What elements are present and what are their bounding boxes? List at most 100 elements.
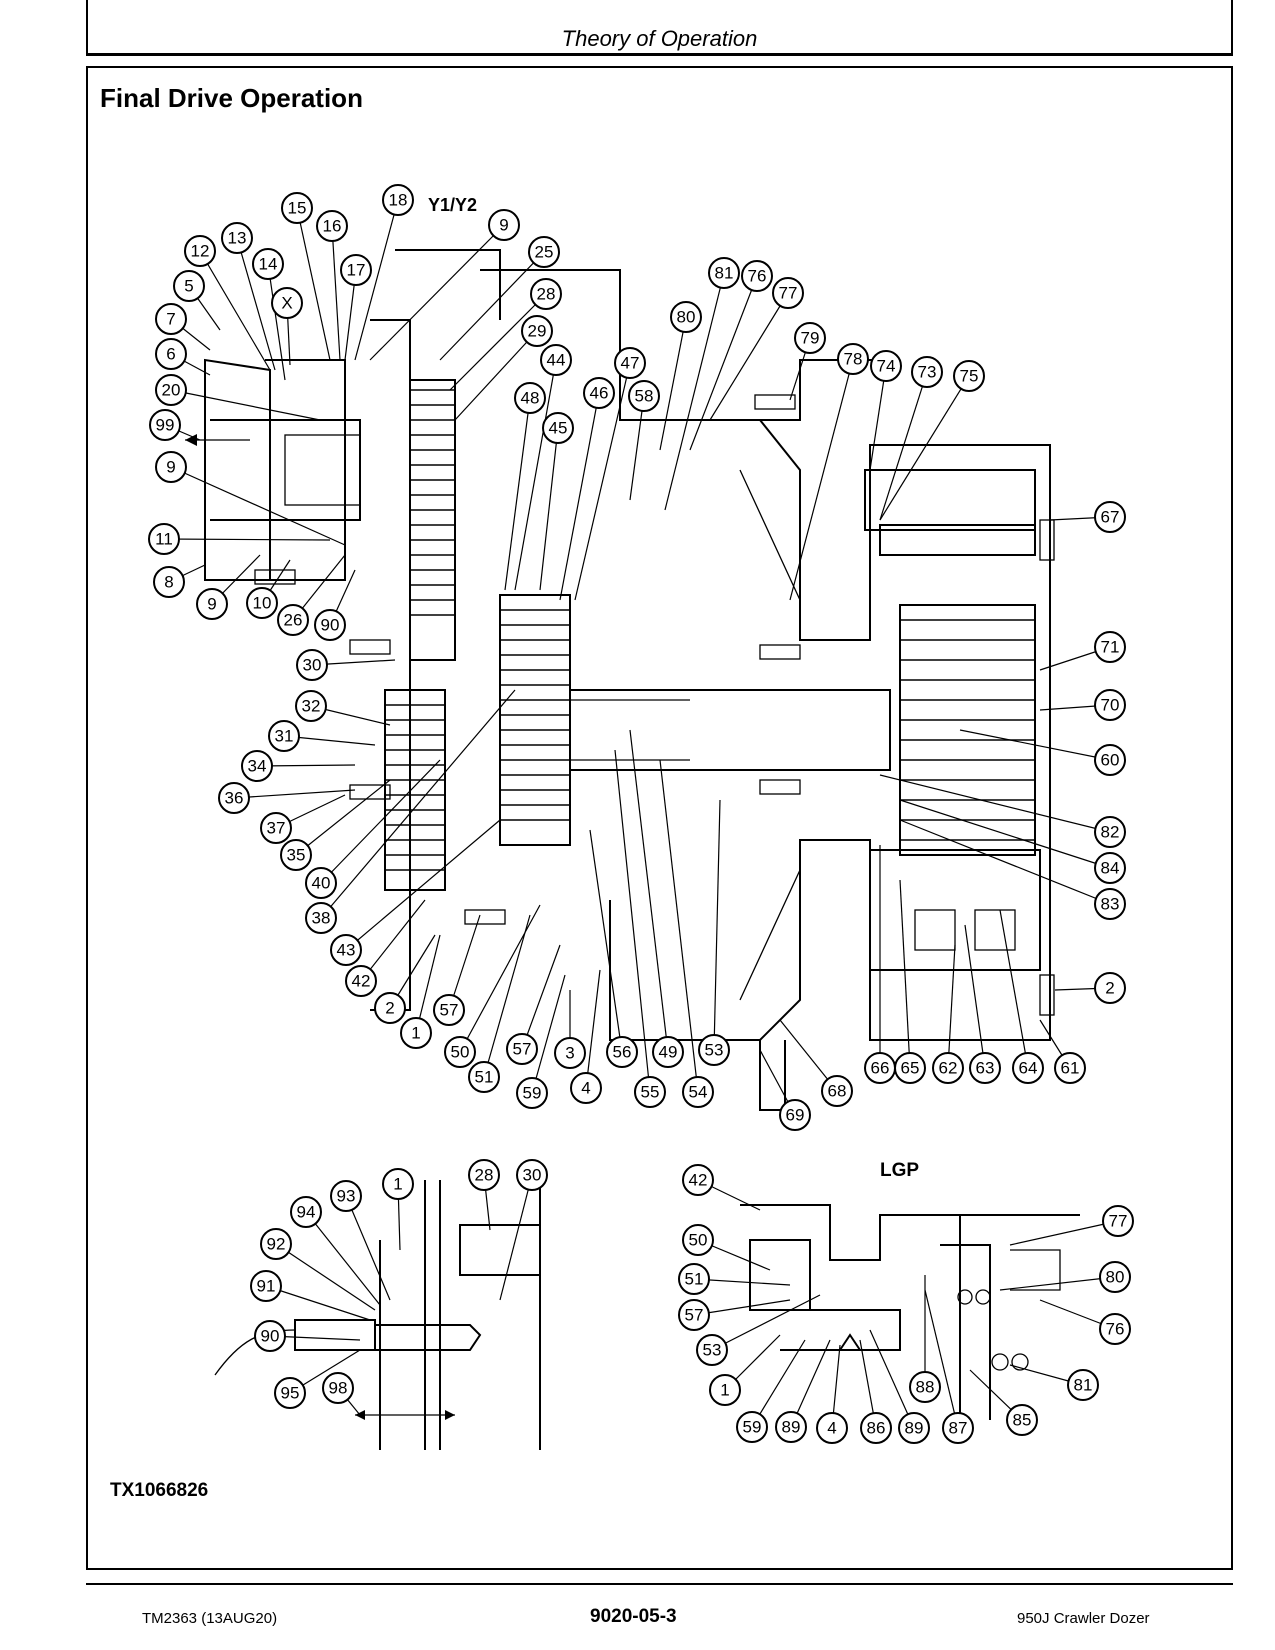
main-callout-1: 1 (400, 934, 441, 1049)
svg-text:X: X (281, 294, 292, 313)
main-callout-number: 81 (715, 264, 734, 283)
main-callout-57: 57 (506, 944, 561, 1065)
main-callout-circle (382, 184, 414, 216)
main-callout-number: 16 (323, 217, 342, 236)
main-callout-circle (305, 902, 337, 934)
main-callout-circle (252, 248, 284, 280)
main-leader-84 (899, 799, 1111, 869)
main-callout-number: 14 (259, 255, 278, 274)
main-callout-number: 5 (184, 277, 193, 296)
main-callout-circle (1054, 1052, 1086, 1084)
main-callout-circle (488, 209, 520, 241)
detail-left-callout-91: 91 (250, 1270, 371, 1321)
main-leader-50 (459, 904, 541, 1053)
main-callout-9: 9 (196, 554, 261, 620)
main-leader-16 (331, 225, 341, 361)
main-callout-25: 25 (439, 236, 560, 361)
main-callout-circle (583, 377, 615, 409)
main-callout-circle (772, 277, 804, 309)
main-leader-57 (521, 944, 561, 1050)
detail-left-callout-number: 91 (257, 1277, 276, 1296)
main-callout-number: 55 (641, 1083, 660, 1102)
main-leader-56 (589, 829, 623, 1053)
main-leader-82 (879, 774, 1111, 833)
main-callout-2: 2 (374, 934, 436, 1024)
detail-right-callout-number: 89 (782, 1418, 801, 1437)
main-callout-number: 13 (228, 229, 247, 248)
main-callout-number: 10 (253, 594, 272, 613)
detail-left-callout-circle (468, 1159, 500, 1191)
detail-left-callout-95: 95 (274, 1349, 361, 1409)
main-callout-62: 62 (932, 944, 964, 1084)
main-callout-circle (821, 1075, 853, 1107)
main-callout-8: 8 (153, 564, 206, 598)
main-callout-circle (345, 965, 377, 997)
detail-right-callout-number: 80 (1106, 1268, 1125, 1287)
main-callout-number: 3 (565, 1044, 574, 1063)
main-callout-49: 49 (629, 729, 684, 1068)
main-leader-51 (483, 914, 531, 1078)
detail-right-callout-circle (736, 1411, 768, 1443)
main-callout-71: 71 (1039, 631, 1126, 671)
main-callout-circle (221, 222, 253, 254)
detail-right-callout-circle (860, 1412, 892, 1444)
main-callout-circle (528, 236, 560, 268)
main-callout-number: 51 (475, 1068, 494, 1087)
main-leader-83 (899, 819, 1111, 905)
main-callout-number: 48 (521, 389, 540, 408)
detail-right-callout-51: 51 (678, 1263, 791, 1295)
main-leader-77 (709, 292, 789, 421)
main-callout-number: 80 (677, 308, 696, 327)
main-callout-9: 9 (155, 451, 346, 546)
main-callout-circle (1094, 852, 1126, 884)
detail-left-callout-98: 98 (322, 1372, 361, 1416)
detail-left-leader-93 (345, 1195, 391, 1301)
main-callout-circle (155, 338, 187, 370)
main-leader-42 (360, 899, 426, 982)
main-callout-80: 80 (659, 301, 702, 451)
main-callout-circle (506, 1033, 538, 1065)
main-callout-82: 82 (879, 774, 1126, 848)
main-leader-76 (689, 275, 758, 451)
detail-right-callout-circle (678, 1299, 710, 1331)
main-callout-32: 32 (295, 690, 391, 726)
main-callout-circle (280, 839, 312, 871)
main-callout-76: 76 (689, 260, 773, 451)
main-callout-number: 63 (976, 1059, 995, 1078)
main-leader-78 (789, 358, 854, 601)
main-callout-number: 99 (156, 416, 175, 435)
main-callout-number: 18 (389, 191, 408, 210)
main-callout-circle (911, 356, 943, 388)
main-callout-number: 40 (312, 874, 331, 893)
main-leader-46 (559, 392, 600, 601)
main-callout-17: 17 (340, 254, 372, 361)
detail-left-callout-28: 28 (468, 1159, 500, 1231)
footer-doc-id: TM2363 (13AUG20) (142, 1610, 278, 1627)
main-callout-70: 70 (1039, 689, 1126, 721)
main-leader-4 (585, 969, 601, 1089)
main-callout-18: 18 (354, 184, 414, 361)
main-callout-circle (218, 782, 250, 814)
main-callout-65: 65 (894, 879, 926, 1084)
detail-right-callout-circle (909, 1371, 941, 1403)
detail-left-callout-93: 93 (330, 1180, 391, 1301)
main-callout-circle (606, 1036, 638, 1068)
main-callout-circle (542, 412, 574, 444)
main-callout-13: 13 (221, 222, 276, 371)
main-callout-61: 61 (1039, 1019, 1086, 1084)
main-callout-circle (652, 1036, 684, 1068)
main-leader-28 (449, 293, 547, 391)
page-header-title: Theory of Operation (561, 26, 758, 51)
main-callout-number: 43 (337, 941, 356, 960)
detail-right-leader-59 (751, 1339, 806, 1428)
main-callout-6: 6 (155, 338, 211, 376)
detail-right-callout-number: 85 (1013, 1411, 1032, 1430)
main-callout-number: 37 (267, 819, 286, 838)
main-callout-circle (1094, 816, 1126, 848)
main-leader-49 (629, 729, 669, 1053)
main-leader-45 (539, 427, 559, 591)
main-callout-67: 67 (1049, 501, 1126, 533)
main-callout-circle (433, 994, 465, 1026)
main-callout-circle (260, 812, 292, 844)
main-leader-15 (296, 207, 331, 361)
